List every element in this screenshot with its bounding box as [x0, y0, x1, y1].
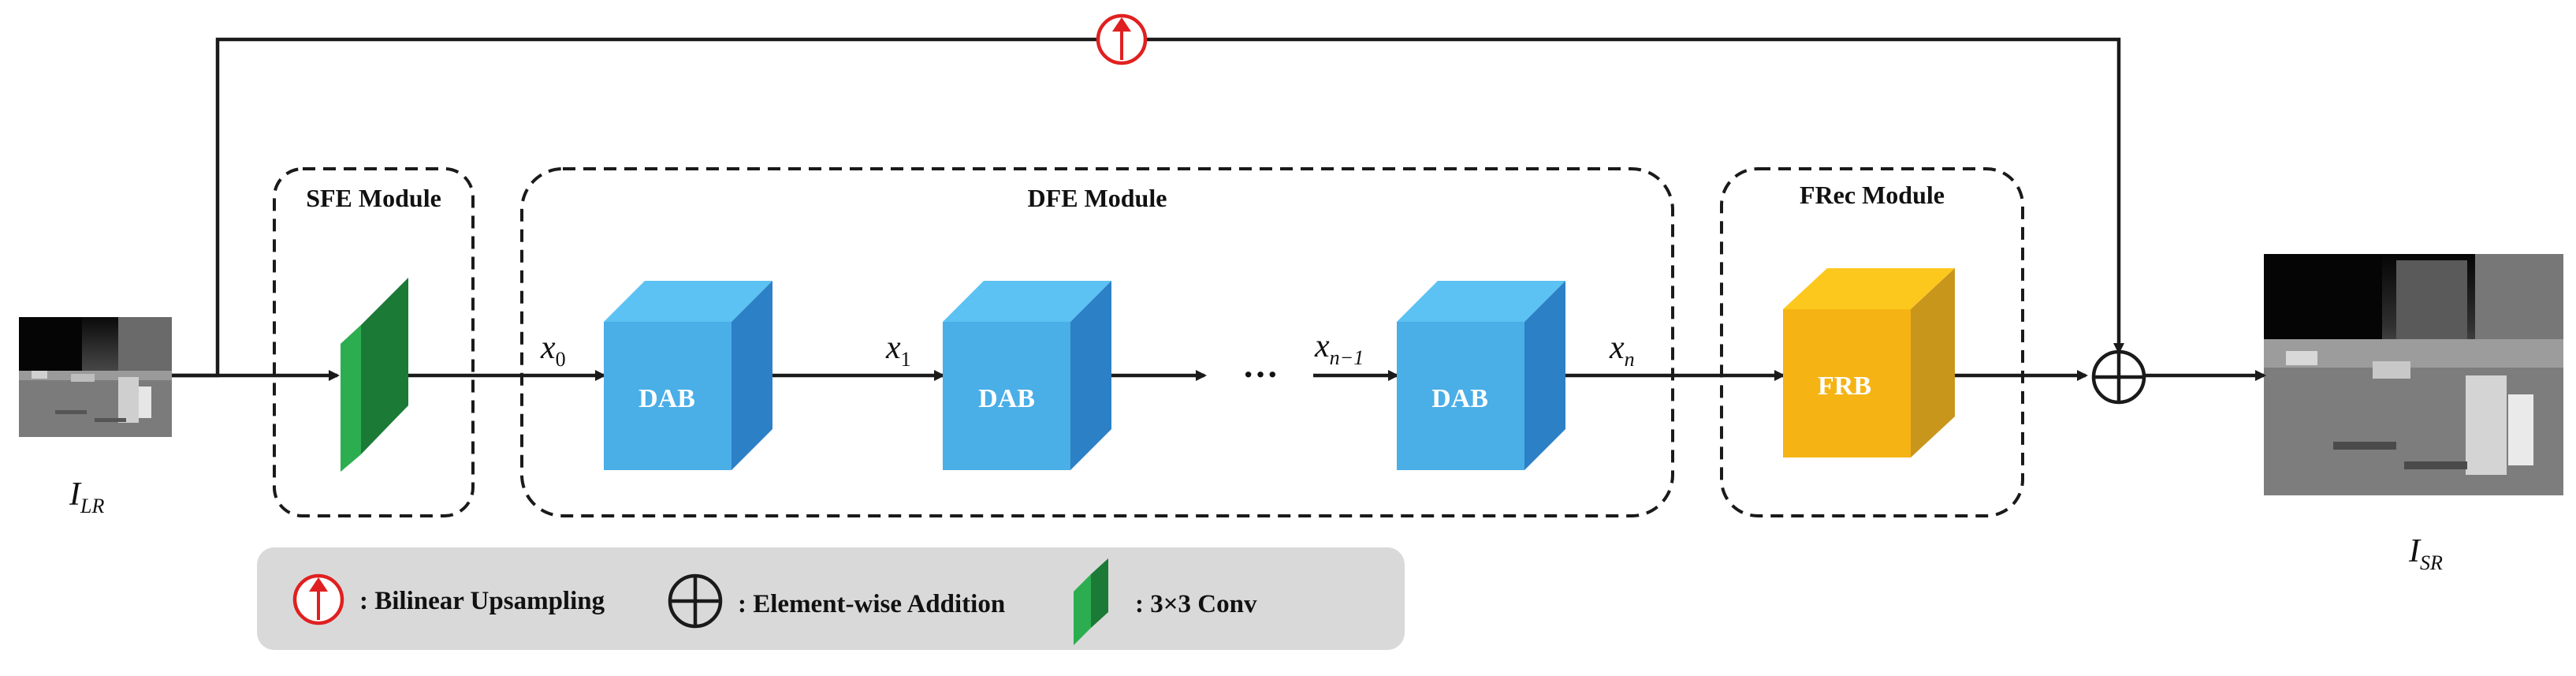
input-lr-image — [19, 317, 172, 437]
dab-block-2: DAB — [943, 281, 1111, 470]
xn-label: xn — [1609, 330, 1635, 371]
dab-block-n: DAB — [1397, 281, 1565, 470]
x0-label: x0 — [540, 330, 566, 371]
frb-block: FRB — [1783, 268, 1955, 458]
legend-upsampling-icon — [292, 573, 344, 626]
x1-label: x1 — [885, 330, 911, 371]
dfe-module-box — [520, 167, 1674, 517]
legend-upsampling-label: : Bilinear Upsampling — [359, 587, 605, 615]
legend: : Bilinear Upsampling : Element-wise Add… — [257, 547, 1405, 650]
conv-3x3-block — [341, 278, 408, 472]
dab-label-1: DAB — [638, 384, 695, 413]
sfe-module-label: SFE Module — [306, 184, 441, 212]
legend-conv-icon — [1074, 558, 1108, 645]
frb-label: FRB — [1818, 372, 1871, 401]
circle-up-arrow-icon — [1096, 13, 1148, 65]
legend-addition-label: : Element-wise Addition — [738, 590, 1005, 618]
output-label: ISR — [2408, 533, 2443, 574]
legend-conv-label: : 3×3 Conv — [1135, 590, 1257, 618]
legend-addition-icon — [668, 573, 723, 629]
dab-block-1: DAB — [604, 281, 772, 470]
input-label: ILR — [69, 476, 104, 517]
dab-label-2: DAB — [978, 384, 1035, 413]
xn-1-label: xn−1 — [1314, 328, 1364, 369]
frec-module-box — [1720, 167, 2024, 517]
legend-background — [257, 547, 1405, 650]
output-sr-image — [2264, 254, 2563, 495]
dfe-module-label: DFE Module — [1028, 184, 1167, 212]
dab-label-n: DAB — [1431, 384, 1488, 413]
sfe-module-box — [273, 167, 475, 517]
circle-plus-icon — [2091, 349, 2146, 405]
frec-module-label: FRec Module — [1800, 181, 1945, 209]
ellipsis: ··· — [1242, 354, 1279, 394]
